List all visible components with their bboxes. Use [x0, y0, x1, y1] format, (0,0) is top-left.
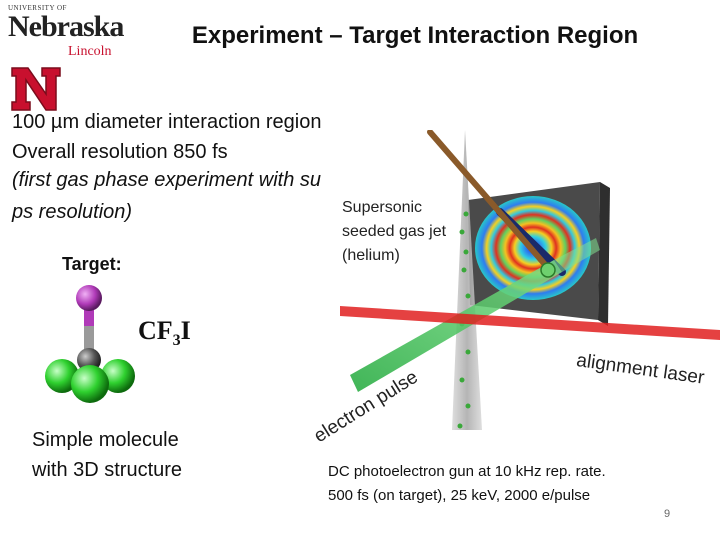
interaction-region-diagram: [340, 130, 720, 430]
text-overall-resolution: Overall resolution 850 fs: [12, 141, 228, 163]
university-logo: UNIVERSITY OF Nebraska Lincoln: [8, 4, 124, 64]
slide-title: Experiment – Target Interaction Region: [191, 22, 639, 49]
cf3i-molecule-image: [45, 285, 135, 403]
nozzle-needle: [427, 130, 551, 271]
gas-jet-label-line-2: seeded gas jet: [342, 223, 447, 240]
gun-line-1: DC photoelectron gun at 10 kHz rep. rate…: [328, 463, 606, 480]
university-small-text: UNIVERSITY OF: [8, 4, 67, 12]
university-campus: Lincoln: [68, 44, 112, 59]
university-name: Nebraska: [8, 10, 124, 43]
formula-subscript: 3: [172, 332, 181, 350]
page-number: 9: [664, 508, 671, 520]
caption-line-1: Simple molecule: [32, 429, 179, 451]
gas-jet-cone: [452, 130, 482, 430]
formula-end: I: [180, 316, 191, 345]
electron-beam: [350, 260, 562, 392]
gas-jet-label: Supersonic seeded gas jet (helium): [342, 196, 446, 268]
nebraska-n-icon: [11, 67, 61, 111]
electron-gun-description: DC photoelectron gun at 10 kHz rep. rate…: [328, 460, 606, 508]
gas-jet-label-line-1: Supersonic: [342, 199, 423, 216]
text-first-experiment: (first gas phase experiment with su: [12, 169, 322, 191]
formula-main: CF: [138, 316, 173, 345]
caption-line-2: with 3D structure: [32, 459, 183, 481]
text-interaction-region: 100 µm diameter interaction region: [12, 111, 322, 133]
gas-jet-label-line-3: (helium): [342, 247, 400, 264]
target-label: Target:: [62, 254, 122, 274]
alignment-laser-beam: [340, 306, 720, 340]
molecule-formula: CF3I: [138, 316, 191, 350]
gun-line-2: 500 fs (on target), 25 keV, 2000 e/pulse: [328, 487, 591, 504]
text-ps-resolution: ps resolution): [12, 201, 133, 223]
molecule-caption: Simple molecule with 3D structure: [32, 425, 182, 485]
